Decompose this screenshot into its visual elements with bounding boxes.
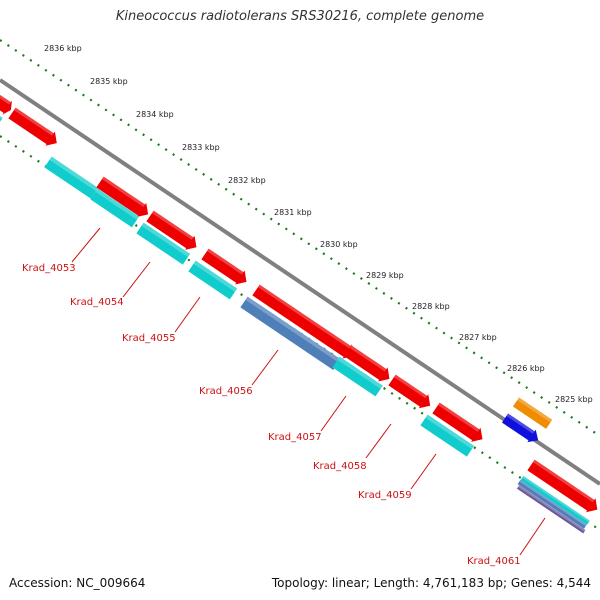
gene-bar-long	[240, 296, 341, 370]
tick-label: 2830 kbp	[320, 240, 358, 249]
gene-label[interactable]: Krad_4053	[22, 263, 76, 274]
cds-arrow	[432, 402, 483, 442]
gene-label[interactable]: Krad_4058	[313, 461, 367, 472]
gene-label[interactable]: Krad_4054	[70, 297, 124, 308]
topology-text: Topology: linear; Length: 4,761,183 bp; …	[271, 576, 591, 590]
gene-bar	[420, 414, 475, 457]
leader-line	[122, 261, 151, 298]
tick-label: 2833 kbp	[182, 143, 220, 152]
tick-label: 2827 kbp	[459, 333, 497, 342]
accession-text: Accession: NC_009664	[9, 576, 146, 590]
tick-label: 2826 kbp	[507, 364, 545, 373]
ruler-outer-line	[0, 39, 600, 437]
gene-bar	[44, 156, 99, 199]
gene-bar-thin	[516, 485, 586, 534]
gene-bar	[90, 188, 140, 228]
gene-bar-thin	[520, 475, 590, 525]
cds-arrow	[8, 107, 57, 146]
tick-label: 2828 kbp	[412, 302, 450, 311]
gene-label[interactable]: Krad_4055	[122, 333, 176, 344]
ruler-outer	[0, 39, 600, 437]
gene-label[interactable]: Krad_4057	[268, 432, 322, 443]
tick-label: 2835 kbp	[90, 77, 128, 86]
cds-arrow	[527, 459, 598, 513]
leader-line	[365, 423, 392, 459]
gene-bar	[136, 222, 191, 265]
cds-arrow	[146, 210, 197, 250]
gene-bar	[332, 356, 383, 397]
tick-label: 2829 kbp	[366, 271, 404, 280]
leader-line	[71, 227, 101, 263]
backbone-line	[0, 78, 600, 486]
tick-label: 2825 kbp	[555, 395, 593, 404]
cds-arrow-blue	[501, 413, 539, 443]
cds-arrow	[344, 345, 390, 382]
leader-line	[251, 349, 279, 386]
leader-line	[174, 296, 201, 333]
tick-label: 2834 kbp	[136, 110, 174, 119]
gene-label[interactable]: Krad_4059	[358, 490, 412, 501]
gene-label[interactable]: Krad_4061	[467, 556, 521, 567]
gene-bar-orange	[512, 397, 553, 429]
leader-line	[410, 453, 437, 490]
leader-line	[320, 395, 347, 432]
cds-arrow	[201, 248, 247, 285]
cds-arrow	[96, 176, 149, 217]
tick-label: 2836 kbp	[44, 44, 82, 53]
map-title: Kineococcus radiotolerans SRS30216, comp…	[115, 9, 485, 24]
gene-bar	[188, 260, 238, 300]
gene-bar	[0, 114, 3, 123]
cds-arrow	[252, 284, 354, 359]
gene-label[interactable]: Krad_4056	[199, 386, 253, 397]
gene-bar-thin	[517, 479, 587, 529]
cds-arrow	[0, 94, 12, 115]
tick-label: 2832 kbp	[228, 176, 266, 185]
tick-label: 2831 kbp	[274, 208, 312, 217]
leader-line	[519, 517, 546, 556]
cds-arrow	[388, 374, 431, 409]
